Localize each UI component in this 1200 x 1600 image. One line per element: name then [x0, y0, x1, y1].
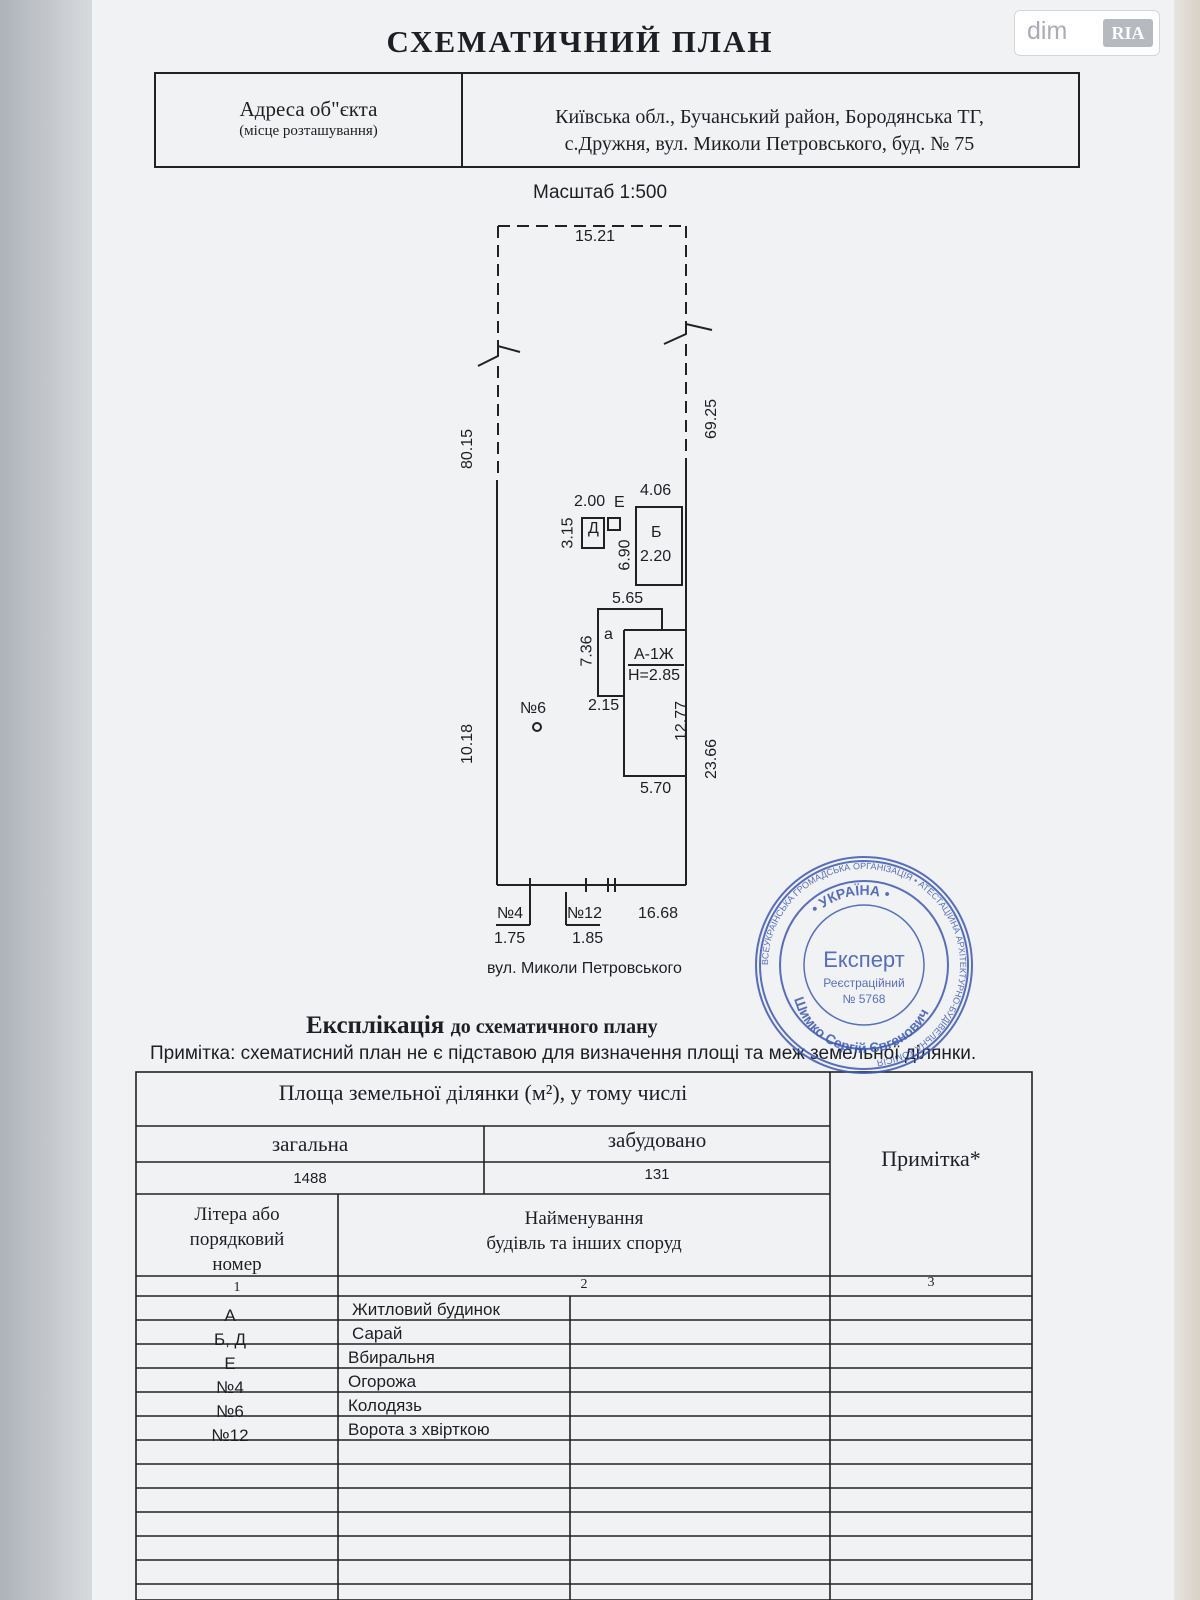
built-value: 131 — [644, 1166, 670, 1183]
built-label: забудовано — [607, 1128, 707, 1152]
row-name: Сарай — [352, 1324, 403, 1343]
a-ext-label: а — [604, 626, 613, 643]
break-mark-left — [477, 344, 521, 367]
table-outer — [135, 1071, 1033, 1600]
explication-title-suffix: до схематичного плану — [450, 1016, 658, 1038]
address-divider — [461, 74, 463, 166]
row-letter: Е — [224, 1354, 236, 1373]
document-sheet — [92, 0, 1174, 1600]
break-mark-right — [663, 322, 713, 345]
stamp-reg: Реєстраційний — [823, 976, 904, 990]
d-width: 2.00 — [574, 493, 606, 510]
row-letter: №6 — [216, 1402, 244, 1421]
explication-title: Експлікація до схематичного плану — [306, 1012, 658, 1040]
address-label: Адреса об"єкта (місце розташування) — [156, 98, 461, 142]
gate-label: №12 — [567, 905, 602, 922]
explication-title-main: Експлікація — [306, 1012, 445, 1039]
row-letter: А — [224, 1306, 236, 1325]
a-ext-bottom: 2.15 — [588, 697, 620, 714]
a-top-dim: 5.65 — [612, 590, 644, 607]
well-mark — [532, 722, 542, 732]
row-name: Огорожа — [348, 1372, 417, 1391]
table-rows — [136, 1319, 1032, 1585]
total-value: 1488 — [293, 1170, 327, 1187]
b-width: 4.06 — [640, 482, 672, 499]
address-value: Київська обл., Бучанський район, Бородян… — [461, 104, 1078, 158]
street-label: вул. Миколи Петровського — [487, 960, 682, 977]
building-a — [597, 608, 687, 777]
row-name: Колодязь — [348, 1396, 422, 1415]
row-name: Вбиральня — [348, 1348, 435, 1367]
remark-header: Примітка* — [881, 1146, 981, 1171]
dim-bottom: 16.68 — [638, 905, 679, 922]
a-height: Н=2.85 — [628, 667, 681, 684]
dim-top: 15.21 — [575, 228, 616, 245]
stamp-ring-2 — [759, 860, 969, 1070]
d-label: Д — [588, 520, 599, 537]
col-num-3: 3 — [927, 1275, 935, 1290]
col-num-1: 1 — [233, 1280, 241, 1295]
page-shadow-left — [0, 0, 92, 1600]
a-bottom-dim: 5.70 — [640, 780, 672, 797]
address-line-1: Київська обл., Бучанський район, Бородян… — [555, 106, 984, 128]
building-d — [581, 517, 605, 549]
row-letter: №4 — [216, 1378, 244, 1397]
stamp-number: № 5768 — [843, 992, 886, 1006]
row-letter: №12 — [211, 1426, 249, 1445]
expert-stamp: ВСЕУКРАЇНСЬКА ГРОМАДСЬКА ОРГАНІЗАЦІЯ • А… — [755, 856, 973, 1074]
letter-header: Літера або порядковий номер — [136, 1202, 338, 1277]
area-header: Площа земельної ділянки (м²), у тому чис… — [278, 1080, 688, 1105]
address-sublabel: (місце розташування) — [239, 123, 378, 139]
address-table: Адреса об"єкта (місце розташування) Київ… — [154, 72, 1080, 168]
logo-ria-badge: RIA — [1103, 19, 1153, 47]
document-title: СХЕМАТИЧНИЙ ПЛАН — [386, 24, 774, 59]
building-e — [607, 517, 621, 531]
building-a-inner — [623, 629, 662, 696]
dim-ria-logo[interactable]: dim RIA — [1014, 10, 1160, 56]
row-name: Житловий будинок — [352, 1300, 500, 1319]
explication-note: Примітка: схематисний план не є підставо… — [150, 1043, 977, 1064]
letter-header-line3: номер — [212, 1254, 262, 1275]
stamp-inner-ring — [803, 904, 925, 1026]
address-line-2: с.Дружня, вул. Миколи Петровського, буд.… — [564, 133, 975, 155]
fence-leader — [529, 892, 567, 925]
total-label: загальна — [271, 1132, 349, 1156]
stamp-country: • УКРАЇНА • — [807, 882, 892, 916]
stamp-ring-3 — [779, 880, 949, 1050]
letter-header-line1: Літера або — [194, 1204, 280, 1225]
b-label: Б — [651, 524, 662, 541]
address-label-text: Адреса об"єкта — [239, 97, 378, 121]
b-depth: 2.20 — [640, 548, 672, 565]
plot-boundary-dashed-mid — [497, 344, 687, 480]
name-header: Найменування будівль та інших споруд — [338, 1206, 830, 1256]
building-b — [635, 506, 683, 586]
plot-boundary-dashed — [497, 225, 687, 352]
name-header-line1: Найменування — [524, 1208, 644, 1229]
a-label: А-1Ж — [634, 646, 674, 663]
gate-dim: 1.85 — [572, 930, 604, 947]
stamp-outer-ring — [755, 856, 973, 1074]
row-name: Ворота з хвірткою — [348, 1420, 490, 1439]
stamp-center-title: Експерт — [823, 947, 905, 972]
fence-label: №4 — [497, 905, 524, 922]
name-header-line2: будівль та інших споруд — [486, 1233, 682, 1254]
letter-header-line2: порядковий — [189, 1229, 285, 1250]
row-letter: Б, Д — [213, 1330, 247, 1349]
fence-ticks — [529, 878, 616, 892]
well-label: №6 — [520, 700, 547, 717]
logo-dim-text: dim — [1027, 17, 1068, 45]
plan-scale: Масштаб 1:500 — [532, 182, 668, 203]
page-shadow-right — [1174, 0, 1200, 1600]
col-num-2: 2 — [580, 1277, 588, 1292]
fence-dim: 1.75 — [494, 930, 526, 947]
e-label: Е — [614, 494, 625, 511]
